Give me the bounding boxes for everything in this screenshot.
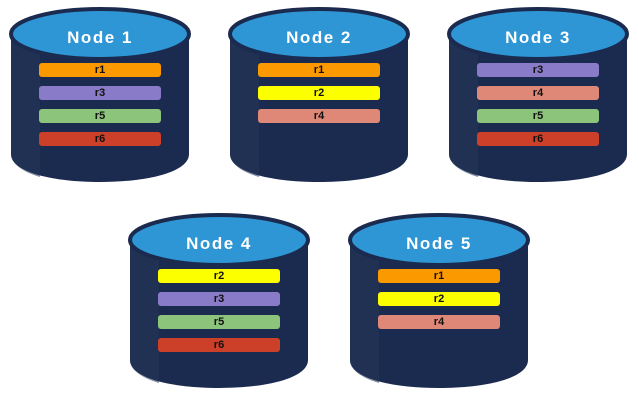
replica-bar[interactable]: r1 — [258, 63, 380, 77]
replica-list: r1 r2 r4 — [258, 63, 380, 132]
replica-bar[interactable]: r4 — [477, 86, 599, 100]
replica-bar[interactable]: r1 — [39, 63, 161, 77]
cylinder-top-ellipse — [228, 7, 410, 61]
replica-bar[interactable]: r5 — [39, 109, 161, 123]
cylinder-top-ellipse — [128, 213, 310, 267]
replica-bar[interactable]: r6 — [39, 132, 161, 146]
replica-bar[interactable]: r5 — [477, 109, 599, 123]
replica-list: r3 r4 r5 r6 — [477, 63, 599, 155]
replica-list: r1 r2 r4 — [378, 269, 500, 338]
cylinder-top-ellipse — [447, 7, 629, 61]
replica-bar[interactable]: r6 — [158, 338, 280, 352]
replica-bar[interactable]: r2 — [258, 86, 380, 100]
replica-bar[interactable]: r1 — [378, 269, 500, 283]
replica-bar[interactable]: r4 — [378, 315, 500, 329]
cylinder-side-highlight — [350, 239, 379, 383]
replica-bar[interactable]: r2 — [158, 269, 280, 283]
replica-bar[interactable]: r3 — [477, 63, 599, 77]
replica-bar[interactable]: r6 — [477, 132, 599, 146]
replica-bar[interactable]: r3 — [39, 86, 161, 100]
cylinder-side-highlight — [130, 239, 159, 383]
replica-list: r2 r3 r5 r6 — [158, 269, 280, 361]
cylinder-side-highlight — [449, 33, 478, 177]
replica-bar[interactable]: r5 — [158, 315, 280, 329]
replica-bar[interactable]: r4 — [258, 109, 380, 123]
cylinder-top-ellipse — [348, 213, 530, 267]
cylinder-side-highlight — [11, 33, 40, 177]
cylinder-side-highlight — [230, 33, 259, 177]
cylinder-top-ellipse — [9, 7, 191, 61]
replica-bar[interactable]: r2 — [378, 292, 500, 306]
replica-bar[interactable]: r3 — [158, 292, 280, 306]
replica-list: r1 r3 r5 r6 — [39, 63, 161, 155]
